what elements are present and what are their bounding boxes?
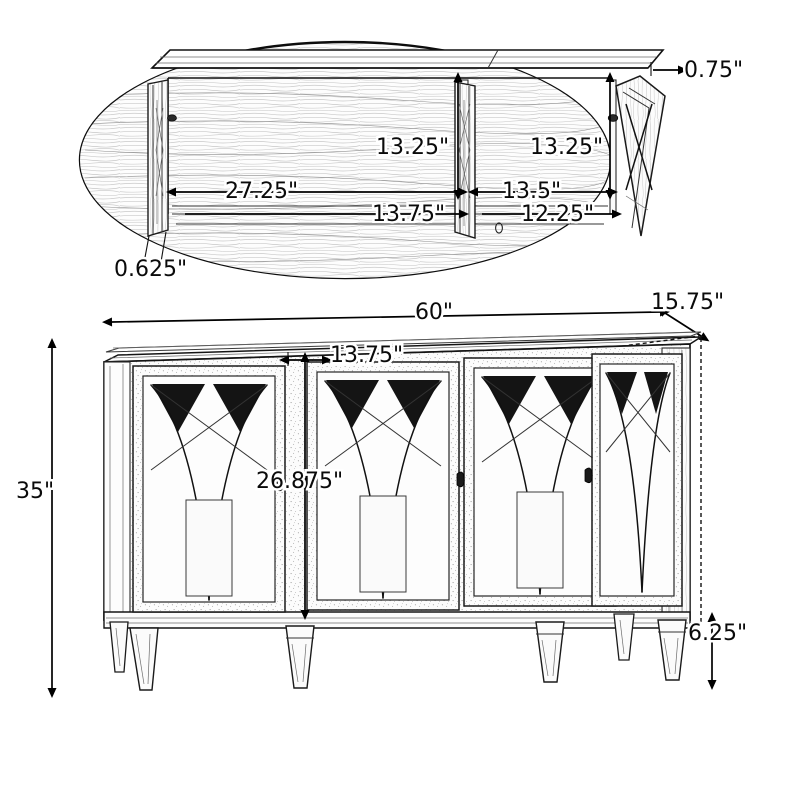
front-view-door-4[interactable] bbox=[584, 353, 683, 607]
dimension-top-depth-right: 13.25" bbox=[528, 72, 615, 200]
dimension-top-interior-wide-label: 27.25" bbox=[225, 179, 298, 204]
dimension-front-height-label: 35" bbox=[16, 479, 54, 504]
dimension-front-door-height: 26.875" bbox=[254, 352, 346, 620]
dimension-top-interior-wide: 27.25" bbox=[166, 177, 468, 207]
dimension-top-opening-right: 13.5" bbox=[468, 177, 618, 207]
dimension-top-opening-left-label: 13.75" bbox=[372, 202, 445, 227]
dimension-top-opening-left: 13.75" bbox=[185, 200, 469, 230]
front-view-door-2[interactable] bbox=[299, 361, 460, 611]
leg-2 bbox=[285, 625, 315, 689]
dimension-top-overhang: 0.75" bbox=[650, 56, 746, 86]
front-view-base-rail bbox=[103, 611, 691, 629]
dimension-top-overhang-label: 0.75" bbox=[684, 58, 743, 83]
leg-3 bbox=[535, 621, 565, 683]
front-view-door-3[interactable] bbox=[456, 357, 617, 607]
top-view: 0.625" 27.25" 13.75" 13.25" 13.25" 13.5" bbox=[78, 40, 746, 285]
dimension-top-door-thickness: 0.625" bbox=[112, 231, 190, 285]
dimension-top-interior-right: 12.25" bbox=[482, 200, 622, 230]
dimension-front-door-width: 13.75" bbox=[279, 341, 406, 371]
leg-1 bbox=[129, 627, 159, 691]
dimension-top-interior-right-label: 12.25" bbox=[521, 202, 594, 227]
top-view-door-pull bbox=[495, 222, 503, 234]
leg-6 bbox=[109, 621, 129, 673]
top-view-door-left[interactable] bbox=[147, 79, 177, 237]
leg-4 bbox=[613, 613, 635, 661]
dimension-top-depth-right-label: 13.25" bbox=[530, 135, 603, 160]
front-view: 60" 15.75" bbox=[14, 288, 750, 698]
dimension-top-depth-left-label: 13.25" bbox=[376, 135, 449, 160]
dimension-top-door-thickness-label: 0.625" bbox=[114, 257, 187, 282]
top-view-door-right[interactable] bbox=[607, 75, 666, 237]
dimension-front-leg-height: 6.25" bbox=[686, 612, 750, 690]
front-view-door-1[interactable] bbox=[132, 365, 286, 613]
dimension-front-width: 60" bbox=[102, 298, 670, 328]
leg-5 bbox=[657, 619, 687, 681]
dimension-front-door-height-label: 26.875" bbox=[256, 469, 343, 494]
top-view-top-panel bbox=[150, 49, 665, 69]
dimension-front-depth: 15.75" bbox=[649, 288, 727, 622]
dimension-top-depth-left: 13.25" bbox=[374, 72, 463, 200]
dimension-top-opening-right-label: 13.5" bbox=[502, 179, 561, 204]
dimension-front-leg-height-label: 6.25" bbox=[688, 621, 747, 646]
front-view-legs bbox=[109, 613, 687, 691]
dimension-front-width-label: 60" bbox=[415, 300, 453, 325]
dimension-front-door-width-label: 13.75" bbox=[330, 343, 403, 368]
dimension-front-height: 35" bbox=[14, 338, 57, 698]
dimension-front-depth-label: 15.75" bbox=[651, 290, 724, 315]
